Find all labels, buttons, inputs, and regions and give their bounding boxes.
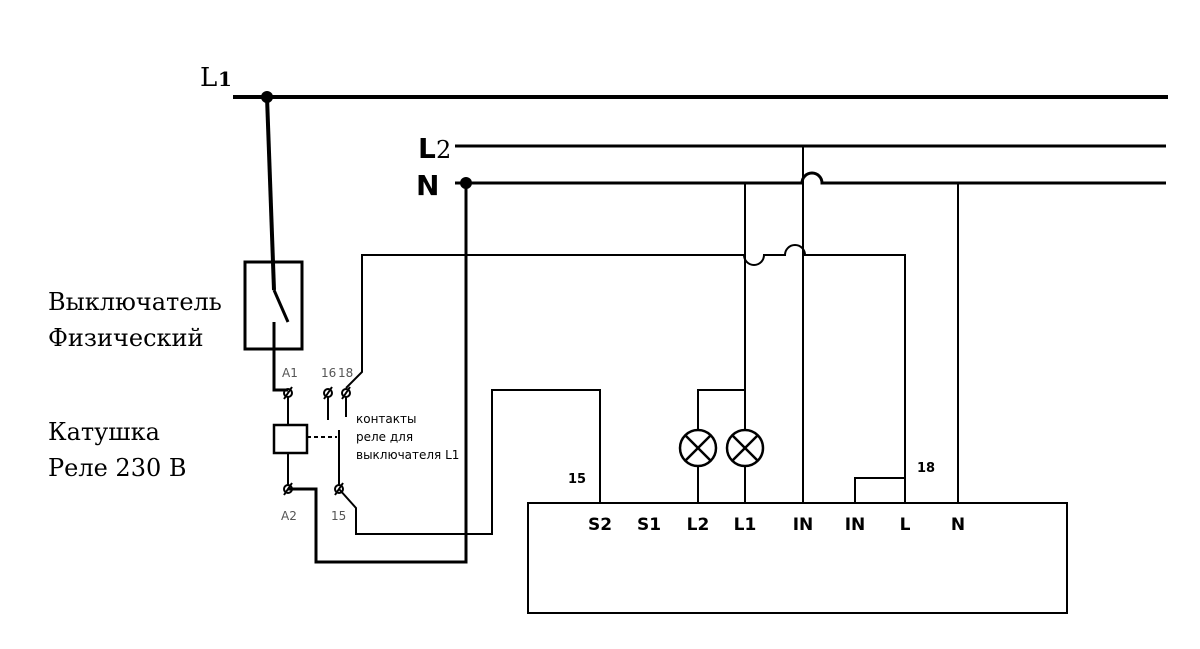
switch-label-line2: Физический — [48, 324, 204, 352]
wire-a2-to-n — [288, 183, 468, 564]
wire-lamp1-top — [697, 389, 745, 430]
line-l2-label: L — [418, 132, 436, 165]
terminal-15-label: 15 — [331, 509, 346, 523]
module-terminal-s2: S2 — [588, 515, 612, 535]
wire-18-to-module-l — [345, 244, 906, 503]
wire-15-to-s2 — [338, 389, 601, 535]
terminal-a1-label: A1 — [282, 366, 298, 380]
contacts-label-line1: контакты — [356, 412, 417, 426]
switch-label-line1: Выключатель — [48, 288, 222, 316]
line-l1-label: L — [200, 63, 217, 93]
module-terminal-in-2: IN — [845, 515, 866, 535]
annotation-18: 18 — [917, 461, 935, 476]
terminal-a2-label: A2 — [281, 509, 297, 523]
wire-l1-to-switch — [265, 96, 276, 291]
jumper-in-l — [854, 477, 905, 503]
physical-switch-contact — [272, 289, 290, 323]
module-terminal-l: L — [900, 515, 911, 535]
lamp-l1 — [725, 428, 765, 468]
module-terminal-n: N — [951, 515, 965, 535]
module-terminal-l1: L1 — [734, 515, 757, 535]
module-terminal-s1: S1 — [637, 515, 661, 535]
wire-switch-to-a1 — [272, 322, 288, 392]
annotation-15: 15 — [568, 472, 586, 487]
line-l2-subscript: 2 — [436, 136, 451, 164]
lamp-l2 — [678, 428, 718, 468]
coil-label-line1: Катушка — [48, 418, 160, 446]
module-box — [527, 502, 1068, 614]
module-terminal-l2: L2 — [687, 515, 710, 535]
contacts-label-line2: реле для — [356, 430, 413, 444]
terminal-16-label: 16 — [321, 366, 336, 380]
coil-label-line2: Реле 230 В — [48, 454, 187, 482]
terminal-18-label: 18 — [338, 366, 353, 380]
contacts-label-line3: выключателя L1 — [356, 448, 459, 462]
relay-coil — [272, 423, 309, 455]
line-n-wire — [455, 171, 1166, 185]
line-n-label: N — [416, 169, 439, 202]
line-l1-subscript: 1 — [218, 67, 232, 91]
module-terminal-in-1: IN — [793, 515, 814, 535]
